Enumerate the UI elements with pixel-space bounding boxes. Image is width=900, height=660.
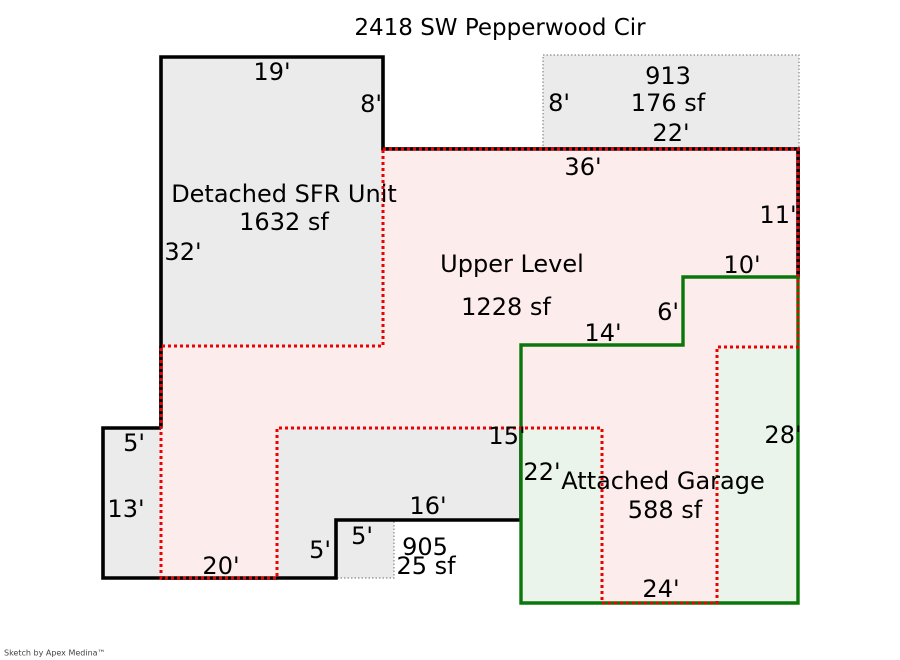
dim-upper-right: 11' [759,201,796,229]
dim-bottom-right: 16' [409,492,446,520]
area-905-outline [335,519,395,579]
area-905-area: 25 sf [396,552,456,580]
detached-sfr-label: Detached SFR Unit [171,180,397,208]
dim-905-top: 5' [351,522,373,550]
dim-bottom-left: 20' [202,552,239,580]
area-913-area: 176 sf [631,89,706,117]
upper-level-fill [161,149,798,603]
page-title: 2418 SW Pepperwood Cir [354,15,646,41]
upper-level-area: 1228 sf [461,293,551,321]
dim-detached-left: 32' [164,238,201,266]
detached-sfr-area: 1632 sf [239,208,329,236]
attached-garage-area: 588 sf [628,496,703,524]
upper-level-outline [159,147,800,605]
dim-913-left: 8' [548,89,570,117]
dim-detached-top: 19' [253,58,290,86]
upper-level-label: Upper Level [440,250,584,278]
dim-detached-right: 8' [360,90,382,118]
area-913-label: 913 [645,62,691,90]
dim-garage-bottom: 24' [642,575,679,603]
attached-garage-label: Attached Garage [561,467,764,495]
dim-upper-top: 36' [564,153,601,181]
dim-garage-right: 28' [764,421,801,449]
dim-913-bottom: 22' [652,119,689,147]
dim-notch-top: 5' [123,429,145,457]
dim-notch-left: 13' [107,495,144,523]
dim-garage-step: 6' [657,298,679,326]
sketch-credit: Sketch by Apex Medina™ [4,649,106,658]
dim-garage-left: 22' [523,458,560,486]
area-913-outline [542,54,800,150]
dim-garage-top: 10' [723,251,760,279]
dim-garage-inner-top: 14' [584,319,621,347]
dim-step-right: 5' [309,536,331,564]
area-905-label: 905 [402,533,448,561]
dim-house-wall: 15' [488,422,525,450]
